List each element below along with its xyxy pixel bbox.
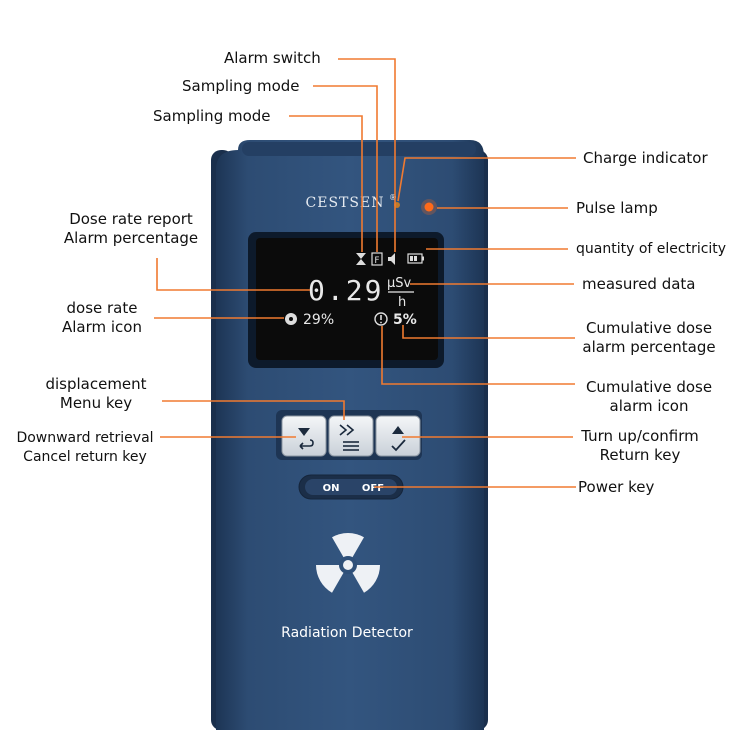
brand-name: CESTSEN: [306, 195, 385, 211]
label-cumulative-alarm-percentage: Cumulative dose alarm percentage: [576, 319, 722, 357]
power-key[interactable]: [298, 474, 404, 500]
battery-icon: [407, 253, 424, 264]
hourglass-icon: [356, 253, 366, 265]
label-dose-rate-report: Dose rate report Alarm percentage: [52, 210, 210, 248]
label-downward-line2: Cancel return key: [23, 449, 147, 465]
down-arrow-icon: [298, 428, 310, 436]
pulse-lamp-led: [424, 202, 434, 212]
svg-text:F: F: [374, 256, 379, 266]
label-measured-data: measured data: [582, 275, 696, 293]
displacement-menu-key[interactable]: [328, 415, 374, 457]
label-quantity-of-electricity: quantity of electricity: [576, 241, 727, 257]
label-displacement-line2: Menu key: [59, 394, 133, 412]
unit-bottom: h: [398, 295, 406, 310]
dose-value: 0.29: [308, 274, 383, 307]
menu-icon: [343, 441, 359, 451]
on-label: ON: [323, 483, 340, 494]
label-turn-up-confirm: Turn up/confirm Return key: [570, 427, 710, 465]
label-turnup-line1: Turn up/confirm: [581, 427, 699, 445]
label-cumulative-icon-line2: alarm icon: [609, 397, 689, 415]
label-downward-line1: Downward retrieval: [16, 430, 154, 446]
label-cumulative-alarm-icon: Cumulative dose alarm icon: [576, 378, 722, 416]
speaker-icon: [388, 253, 395, 265]
return-icon: [299, 439, 314, 450]
device-name: Radiation Detector: [281, 625, 413, 641]
label-sampling-mode-1: Sampling mode: [182, 77, 300, 95]
label-dose-rate-alarm-line1: dose rate: [66, 299, 138, 317]
up-arrow-icon: [392, 426, 404, 434]
label-displacement-line1: displacement: [45, 375, 147, 393]
charge-indicator-led: [394, 202, 400, 208]
radiation-trefoil-icon: [316, 533, 380, 593]
label-cumulative-pct-line2: alarm percentage: [582, 338, 716, 356]
double-chevron-icon: [339, 424, 355, 436]
rate-alarm-percent: 29%: [303, 312, 334, 328]
label-downward-retrieval: Downward retrieval Cancel return key: [10, 429, 160, 467]
label-sampling-mode-2: Sampling mode: [153, 107, 271, 125]
label-dose-rate-report-line1: Dose rate report: [69, 210, 193, 228]
label-alarm-switch: Alarm switch: [224, 49, 321, 67]
label-cumulative-pct-line1: Cumulative dose: [585, 319, 713, 337]
label-dose-rate-alarm-icon: dose rate Alarm icon: [48, 299, 156, 337]
label-dose-rate-alarm-line2: Alarm icon: [61, 318, 142, 336]
downward-cancel-key[interactable]: [281, 415, 327, 457]
turn-up-confirm-key[interactable]: [375, 415, 421, 457]
label-power-key: Power key: [578, 478, 655, 496]
cumulative-alarm-icon: [374, 312, 388, 326]
label-turnup-line2: Return key: [599, 446, 681, 464]
label-dose-rate-report-line2: Alarm percentage: [63, 229, 199, 247]
label-cumulative-icon-line1: Cumulative dose: [585, 378, 713, 396]
label-pulse-lamp: Pulse lamp: [576, 199, 658, 217]
top-bump: [242, 142, 476, 156]
cumulative-alarm-percent: 5%: [393, 312, 417, 328]
brand-mark: ®: [389, 193, 397, 202]
checkmark-icon: [391, 439, 406, 452]
label-displacement-menu-key: displacement Menu key: [36, 375, 156, 413]
label-charge-indicator: Charge indicator: [583, 149, 708, 167]
f-mode-icon: [371, 252, 383, 266]
radiation-alarm-icon: [285, 313, 297, 325]
off-label: OFF: [362, 483, 384, 494]
unit-top: μSv: [387, 276, 412, 291]
